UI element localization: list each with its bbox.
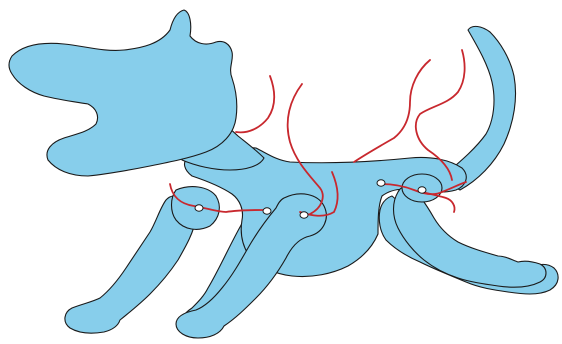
near-front-leg (64, 195, 197, 334)
pivot-points (194, 179, 427, 219)
near-hind-leg (392, 185, 547, 288)
middle-front-leg (175, 193, 327, 339)
string-neck-left (235, 75, 276, 134)
pivot-elbow (299, 211, 309, 219)
string-hip-high (353, 59, 431, 163)
control-strings (169, 49, 467, 217)
pivot-hip (376, 179, 386, 187)
pivot-front-leg (194, 204, 204, 212)
pivot-shoulder (262, 207, 272, 215)
string-hip-low (414, 49, 466, 181)
string-middle-leg (299, 171, 339, 217)
tail (447, 25, 517, 191)
pivot-knee (417, 186, 427, 194)
string-hind-leg (421, 191, 456, 213)
string-front-leg (169, 183, 265, 213)
string-back-hook (286, 83, 324, 215)
head (8, 9, 238, 177)
